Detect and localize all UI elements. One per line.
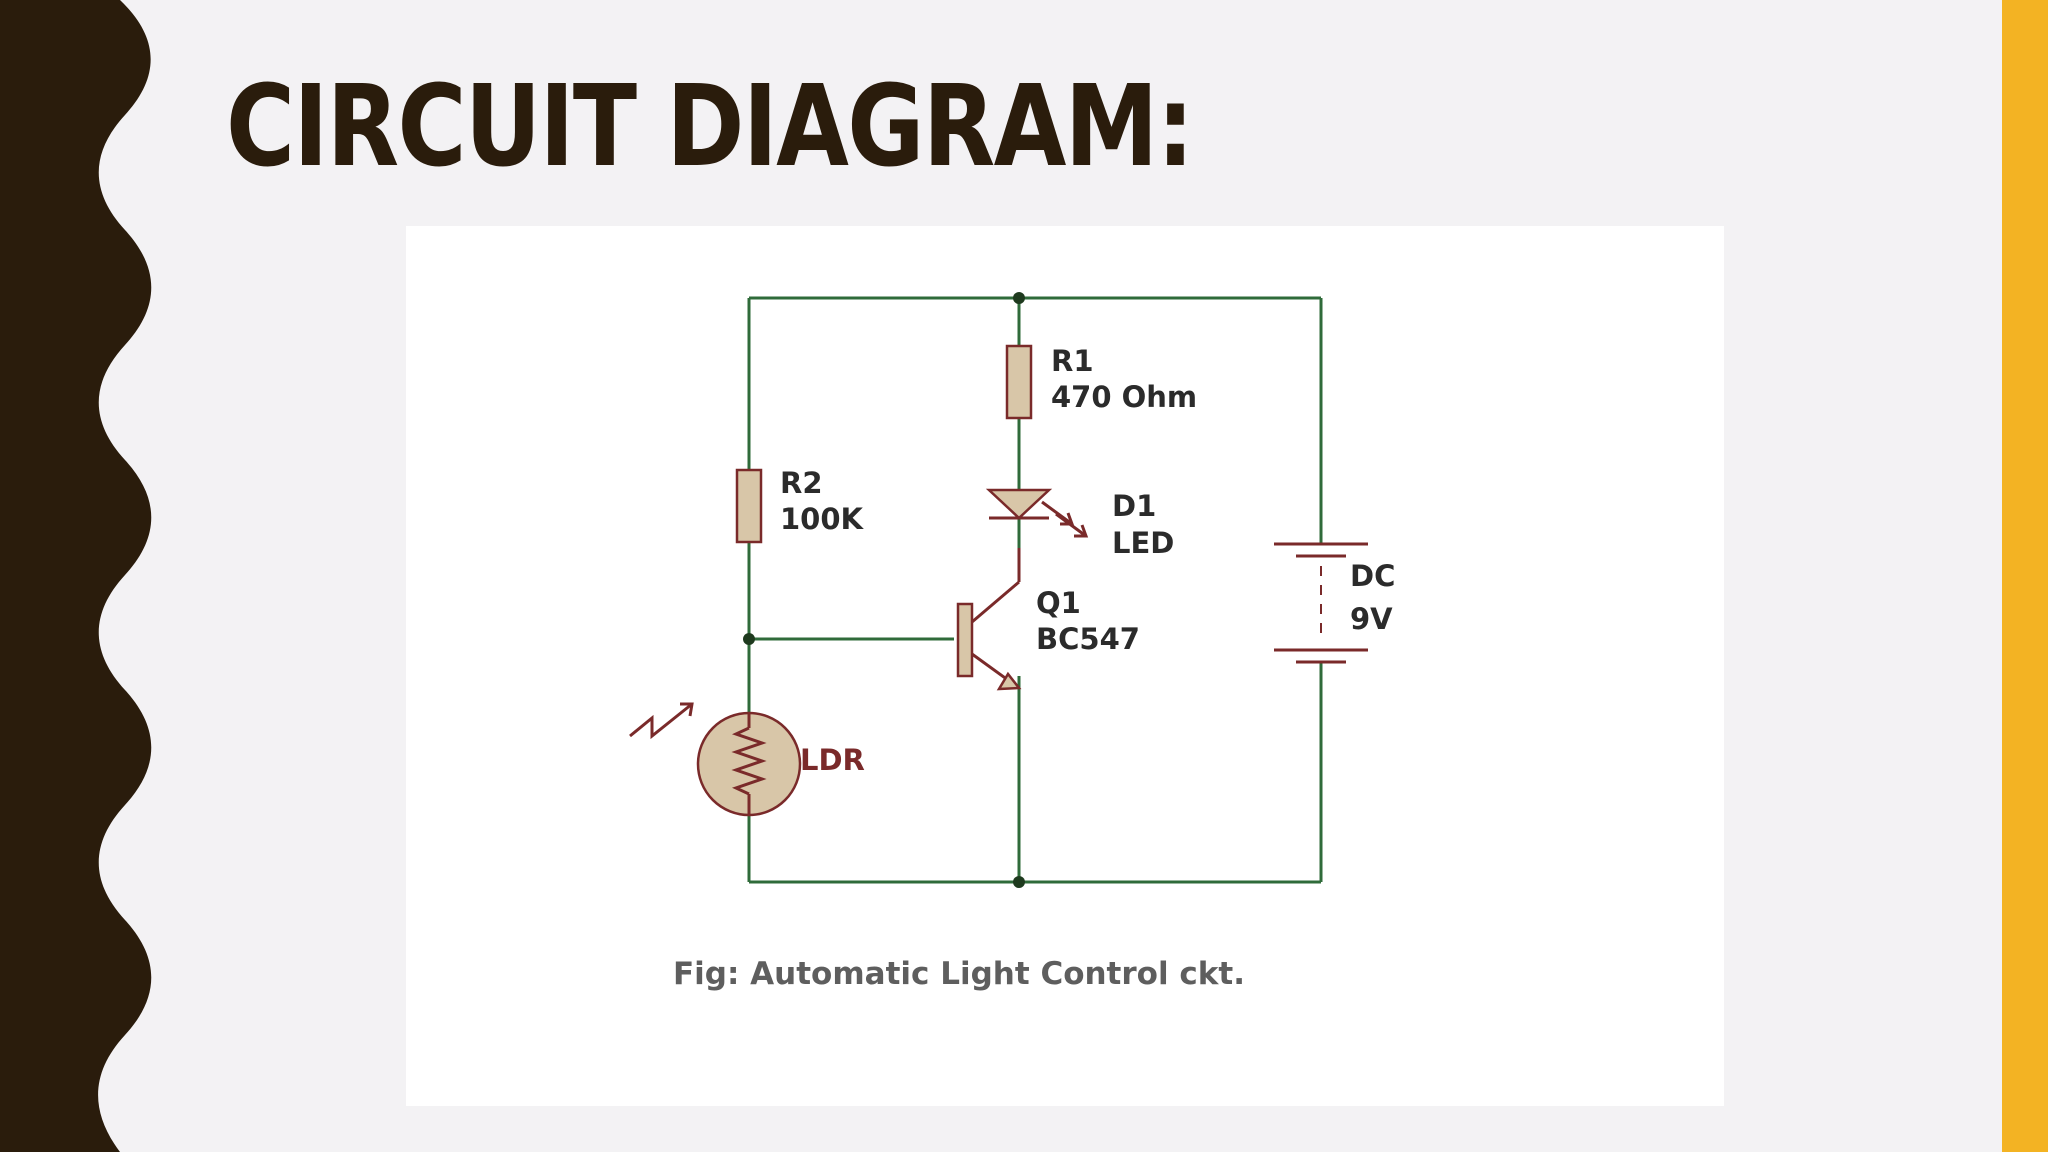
junction-dots (743, 292, 1025, 888)
d1-value-label: LED (1112, 526, 1174, 560)
resistor-r1 (1005, 344, 1033, 420)
led-d1-symbol (985, 488, 1089, 538)
circuit-wires (747, 296, 1323, 884)
d1-ref-label: D1 (1112, 489, 1156, 523)
circuit-figure: R1 470 Ohm R2 100K D1 LED Q1 BC547 (406, 226, 1724, 1106)
figure-caption: Fig: Automatic Light Control ckt. (673, 956, 1245, 992)
right-accent-bar (2002, 0, 2048, 1152)
resistor-r2 (735, 468, 763, 544)
q1-ref-label: Q1 (1036, 586, 1081, 620)
slide-title: CIRCUIT DIAGRAM: (226, 62, 1194, 192)
battery-ref-label: DC (1350, 559, 1395, 593)
r2-ref-label: R2 (780, 466, 823, 500)
wavy-left-border (0, 0, 152, 1152)
r1-value-label: 470 Ohm (1051, 380, 1197, 414)
r1-ref-label: R1 (1051, 344, 1094, 378)
q1-value-label: BC547 (1036, 622, 1140, 656)
battery-symbol (1274, 542, 1368, 664)
r2-value-label: 100K (780, 502, 865, 536)
transistor-q1-symbol (956, 548, 1022, 691)
ldr-label: LDR (800, 743, 865, 777)
ldr-symbol (629, 702, 802, 817)
battery-value-label: 9V (1350, 602, 1393, 636)
circuit-diagram: R1 470 Ohm R2 100K D1 LED Q1 BC547 (629, 292, 1395, 992)
